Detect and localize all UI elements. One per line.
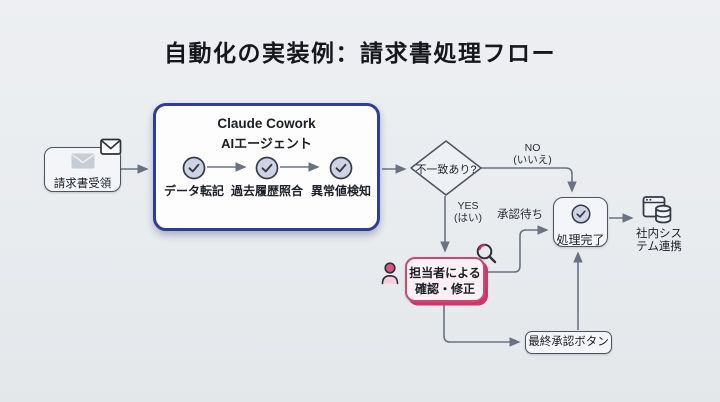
agent-title: Claude Cowork (217, 116, 316, 131)
agent-step-label: 過去履歴照合 (230, 184, 303, 198)
edge-label-yes-ja: (はい) (454, 211, 482, 224)
edge-label-no-ja: (いいえ) (513, 153, 552, 166)
edge-label-yes: YES (はい) (446, 200, 490, 224)
system-linkage-label: 社内シス テム連携 (628, 228, 690, 253)
invoice-receipt-node: 請求書受領 (44, 147, 121, 192)
agent-step-label: データ転記 (163, 184, 224, 198)
final-approval-node: 最終承認ボタン (525, 331, 612, 354)
decision-diamond (410, 140, 482, 196)
agent-step-arrows (207, 162, 320, 172)
check-circle-icon (571, 204, 590, 224)
edge-label-no: NO (いいえ) (505, 142, 560, 166)
check-circle-icon (329, 156, 353, 180)
edge-label-yes-en: YES (457, 200, 479, 212)
edge-label-no-en: NO (524, 142, 541, 154)
envelope-icon (71, 153, 94, 169)
complete-node: 処理完了 (553, 197, 608, 247)
edge-review-final (443, 304, 521, 347)
agent-step-label: 異常値検知 (310, 184, 371, 198)
review-node: 担当者による 確認・修正 (405, 257, 485, 302)
review-label-line1: 担当者による (409, 266, 481, 280)
browser-database-icon (642, 196, 672, 224)
invoice-receipt-label: 請求書受領 (53, 178, 112, 190)
slide-title: 自動化の実装例：請求書処理フロー (164, 40, 556, 66)
review-label-line2: 確認・修正 (414, 282, 475, 296)
mail-badge-icon (100, 138, 122, 155)
agent-box: Claude Cowork AIエージェント データ転記 過去履歴照合 異常値検… (153, 103, 380, 231)
check-circle-icon (255, 156, 279, 180)
system-linkage-line2: テム連携 (636, 240, 682, 253)
edge-review-complete (487, 225, 549, 273)
person-icon (381, 262, 399, 285)
agent-subtitle: AIエージェント (221, 136, 312, 151)
complete-label: 処理完了 (556, 233, 605, 247)
decision-label: 不一致あり? (415, 164, 477, 176)
edge-label-approval-wait: 承認待ち (497, 209, 543, 221)
magnifier-icon (476, 243, 497, 264)
check-circle-icon (182, 156, 206, 180)
edge-no-complete (481, 167, 577, 193)
system-linkage-line1: 社内シス (636, 228, 682, 240)
